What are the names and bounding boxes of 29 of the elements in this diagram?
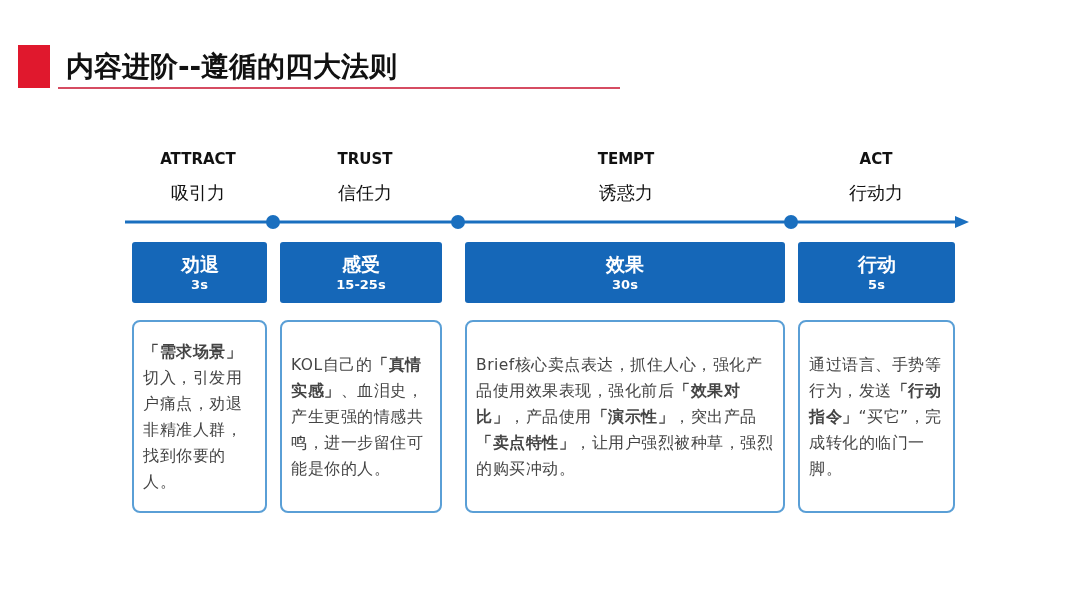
description-box xyxy=(465,320,785,513)
description-box xyxy=(132,320,267,513)
description-box xyxy=(798,320,955,513)
description-text: KOL自己的「真情实感」、血泪史，产生更强的情感共鸣，进一步留住可能是你的人。 xyxy=(291,354,424,480)
stage-label: 吸引力 xyxy=(170,181,226,205)
stage-name: ATTRACT xyxy=(159,149,237,170)
duration-text: 5s xyxy=(868,275,885,294)
stage-name: ACT xyxy=(858,149,894,170)
duration-text: 30s xyxy=(612,275,638,294)
stage-label: 信任力 xyxy=(337,181,393,205)
stage-box xyxy=(280,242,442,303)
stage-box xyxy=(798,242,955,303)
description-text: 「需求场景」切入，引发用户痛点，劝退非精准人群，找到你要的人。 xyxy=(143,341,243,493)
stage-title: 感受 xyxy=(342,251,380,276)
stage-title: 效果 xyxy=(606,251,644,276)
description-box xyxy=(280,320,442,513)
stage-name: TRUST xyxy=(336,149,394,170)
title: 内容进阶--遵循的四大法则 xyxy=(66,49,398,85)
duration-text: 15-25s xyxy=(336,275,386,294)
stage-box xyxy=(465,242,785,303)
stage-name: TEMPT xyxy=(596,149,656,170)
duration-text: 3s xyxy=(191,275,208,294)
stage-box xyxy=(132,242,267,303)
description-text: Brief核心卖点表达，抓住人心，强化产品使用效果表现，强化前后「效果对比」，产品使用「演示性」，突出产品「卖点特性」，让用户强烈被种草，强烈的购买冲动。 xyxy=(476,354,774,480)
stage-label: 行动力 xyxy=(848,181,904,205)
description-text: 通过语言、手势等行为，发送「行动指令」“买它”，完成转化的临门一脚。 xyxy=(809,354,943,480)
stage-title: 劝退 xyxy=(180,251,219,276)
stage-title: 行动 xyxy=(857,251,896,276)
stage-label: 诱惑力 xyxy=(598,181,654,205)
